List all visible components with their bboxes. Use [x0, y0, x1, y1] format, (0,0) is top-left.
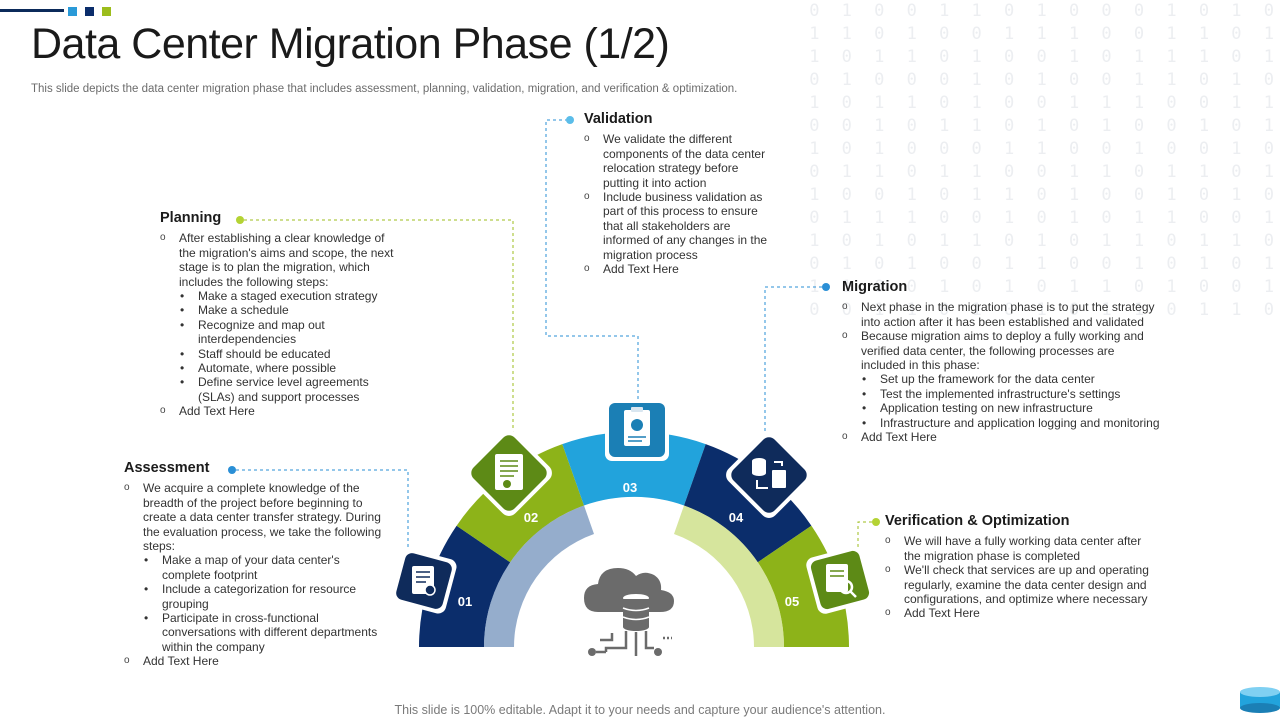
- connector-migration: [764, 286, 822, 437]
- verification-block: Verification & Optimization We will have…: [885, 513, 1160, 622]
- migration-list: Next phase in the migration phase is to …: [842, 300, 1162, 444]
- segment-03-number: 03: [623, 480, 637, 495]
- planning-dot: [236, 216, 244, 224]
- bullet-item: Participate in cross-functional conversa…: [124, 611, 386, 654]
- page-subtitle: This slide depicts the data center migra…: [31, 83, 738, 95]
- assessment-list: We acquire a complete knowledge of the b…: [124, 481, 386, 669]
- list-item: Next phase in the migration phase is to …: [842, 300, 1162, 329]
- document-search-icon: [806, 546, 874, 614]
- list-item: We'll check that services are up and ope…: [885, 563, 1160, 606]
- connector-verification: [857, 521, 872, 548]
- segment-04-number: 04: [729, 510, 744, 525]
- page-title: Data Center Migration Phase (1/2): [31, 20, 670, 68]
- segment-05-number: 05: [785, 594, 799, 609]
- validation-dot: [566, 116, 574, 124]
- planning-list: After establishing a clear knowledge of …: [160, 231, 398, 419]
- assessment-dot: [228, 466, 236, 474]
- verification-list: We will have a fully working data center…: [885, 534, 1160, 621]
- bullet-item: Make a map of your data center's complet…: [124, 553, 386, 582]
- accent-square-navy: [85, 7, 94, 16]
- list-item: Add Text Here: [885, 606, 1160, 621]
- verification-heading: Verification & Optimization: [885, 513, 1070, 529]
- list-item: We validate the different components of …: [584, 132, 774, 190]
- list-item: Add Text Here: [124, 654, 386, 669]
- planning-block: Planning After establishing a clear know…: [160, 210, 398, 420]
- database-cylinder-decoration: [1240, 687, 1280, 713]
- verification-dot: [872, 518, 880, 526]
- checklist-icon: [391, 548, 457, 614]
- accent-square-blue: [68, 7, 77, 16]
- planning-heading: Planning: [160, 210, 222, 226]
- migration-dot: [822, 283, 830, 291]
- bullet-item: Recognize and map out interdependencies: [160, 318, 398, 347]
- database-transfer-icon: [726, 432, 812, 518]
- bullet-item: Define service level agreements (SLAs) a…: [160, 375, 398, 404]
- list-item: We will have a fully working data center…: [885, 534, 1160, 563]
- segment-04: [684, 444, 812, 563]
- list-item: Include business validation as part of t…: [584, 190, 774, 262]
- segment-01-number: 01: [458, 594, 472, 609]
- list-item: Add Text Here: [584, 262, 774, 277]
- validation-heading: Validation: [584, 111, 653, 127]
- accent-bar: [0, 9, 64, 12]
- connector-validation: [545, 119, 639, 402]
- bullet-item: Include a categorization for resource gr…: [124, 582, 386, 611]
- segment-02-number: 02: [524, 510, 538, 525]
- list-item: After establishing a clear knowledge of …: [160, 231, 398, 289]
- bullet-item: Test the implemented infrastructure's se…: [842, 387, 1162, 402]
- validation-list: We validate the different components of …: [584, 132, 774, 276]
- segment-01: [419, 525, 511, 647]
- validation-block: Validation We validate the different com…: [584, 111, 774, 277]
- bullet-item: Set up the framework for the data center: [842, 372, 1162, 387]
- assessment-heading: Assessment: [124, 460, 210, 476]
- list-item: Because migration aims to deploy a fully…: [842, 329, 1162, 372]
- footer-note: This slide is 100% editable. Adapt it to…: [394, 703, 886, 717]
- connector-assessment: [236, 469, 409, 548]
- document-check-icon: [466, 430, 552, 516]
- bullet-item: Infrastructure and application logging a…: [842, 416, 1162, 431]
- assessment-block: Assessment We acquire a complete knowled…: [124, 460, 386, 670]
- segment-03: [562, 431, 706, 506]
- list-item: Add Text Here: [842, 430, 1162, 445]
- cloud-database-icon: [584, 568, 674, 656]
- bullet-item: Automate, where possible: [160, 361, 398, 376]
- bullet-item: Make a schedule: [160, 303, 398, 318]
- clipboard-chart-icon: [605, 399, 669, 461]
- migration-block: Migration Next phase in the migration ph…: [842, 279, 1162, 445]
- migration-heading: Migration: [842, 279, 908, 295]
- list-item: Add Text Here: [160, 404, 398, 419]
- bullet-item: Application testing on new infrastructur…: [842, 401, 1162, 416]
- bullet-item: Make a staged execution strategy: [160, 289, 398, 304]
- bullet-item: Staff should be educated: [160, 347, 398, 362]
- list-item: We acquire a complete knowledge of the b…: [124, 481, 386, 553]
- accent-square-green: [102, 7, 111, 16]
